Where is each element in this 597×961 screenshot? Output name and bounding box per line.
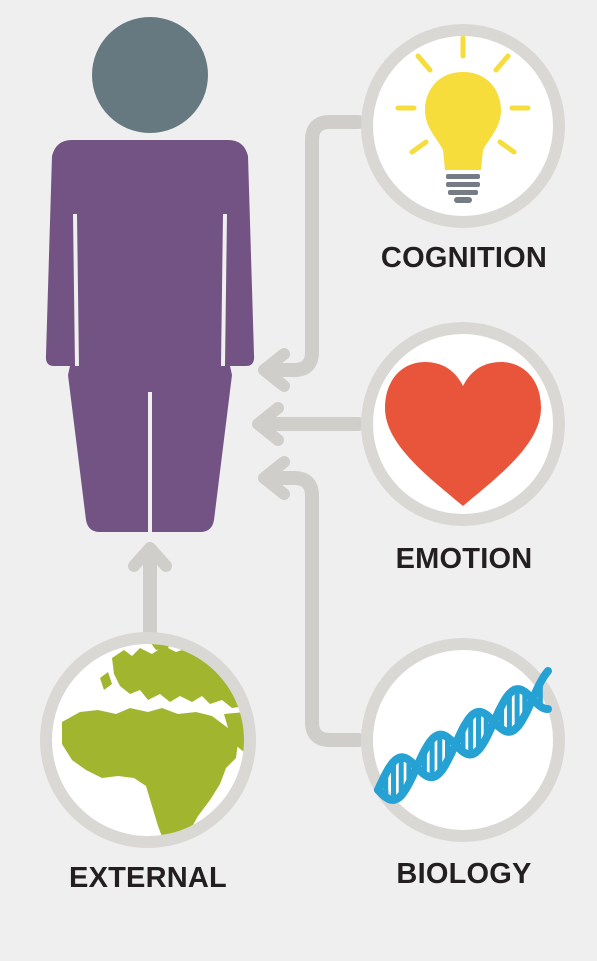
emotion-node [361,322,565,526]
globe-landmass-africa [62,708,238,836]
cognition-node [361,24,565,228]
arrow-cognition-connector [261,115,365,377]
heart-icon [385,362,541,506]
arrow-biology-head [258,456,290,500]
biology-node [361,638,565,842]
label-external: EXTERNAL [69,862,227,894]
person-arm-gap-left [73,213,79,367]
label-biology: BIOLOGY [396,858,532,890]
dna-strand-a [374,685,552,805]
connectors [128,115,365,747]
globe-icon [62,644,244,836]
person-head [92,17,208,133]
arrow-emotion-head [252,402,284,446]
dna-helix-icon [374,667,552,805]
arrow-biology-connector [261,471,365,747]
person-silhouette-icon [45,17,255,534]
globe-landmass-north [150,644,172,650]
bulb-base [446,174,480,203]
bulb-glass [425,72,501,170]
label-cognition: COGNITION [380,242,548,274]
person-body [45,140,255,532]
lightbulb-icon [395,35,531,203]
label-emotion: EMOTION [395,543,533,575]
globe-landmass-europe [112,646,244,708]
globe-landmass-arabia [224,712,244,752]
arrow-cognition-head [258,348,290,392]
external-node [40,632,256,848]
globe-landmass-islands [100,672,112,690]
person-arm-gap-right [221,213,227,367]
dna-strand-b [374,667,552,794]
arrow-external-head [128,542,172,572]
